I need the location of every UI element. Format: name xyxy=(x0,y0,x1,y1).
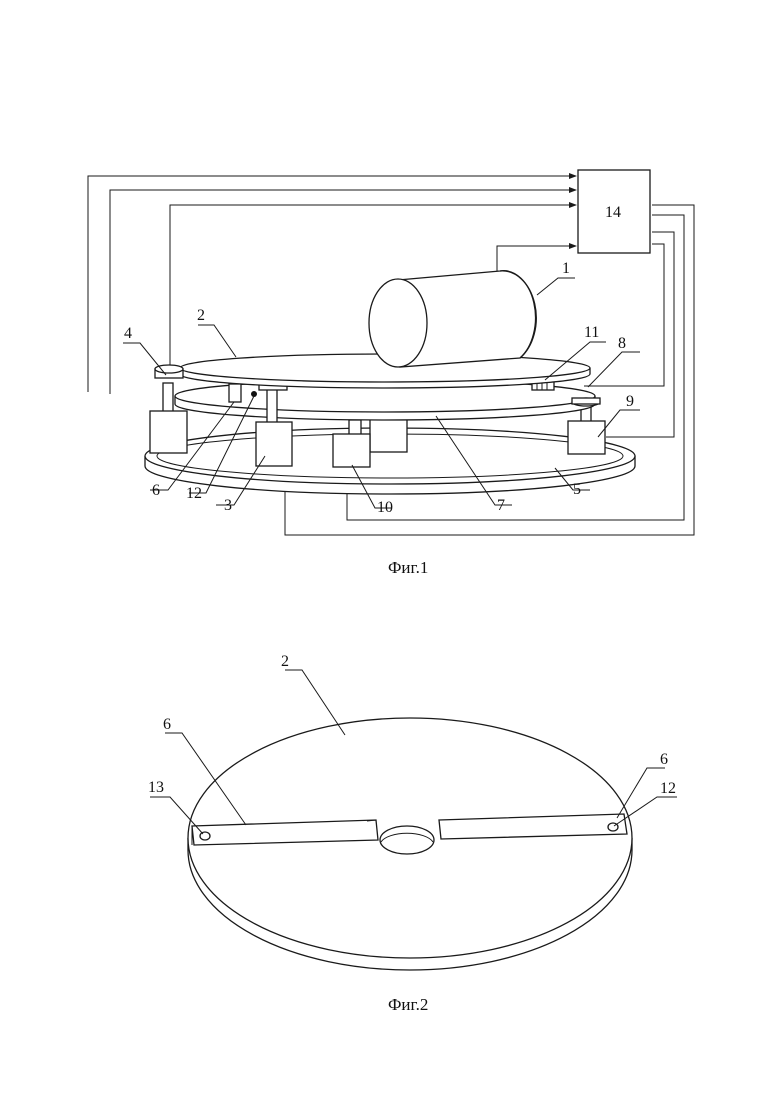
center-hole xyxy=(380,826,434,854)
label-6: 6 xyxy=(152,482,160,499)
figure-2: 2 6 13 6 12 Фиг.2 xyxy=(148,653,677,1014)
label-1: 1 xyxy=(562,260,570,277)
cap-right-body xyxy=(572,398,600,404)
label-5: 5 xyxy=(573,481,581,498)
fig2-label-6-right: 6 xyxy=(660,751,668,768)
fig2-label-13: 13 xyxy=(148,779,164,796)
label-11: 11 xyxy=(584,324,599,341)
actuator-9 xyxy=(568,406,605,454)
label-4: 4 xyxy=(124,325,132,342)
actuator-10 xyxy=(333,420,370,467)
fig2-label-12: 12 xyxy=(660,780,676,797)
fig2-label-2: 2 xyxy=(281,653,289,670)
figure-2-caption: Фиг.2 xyxy=(388,995,428,1014)
label-10: 10 xyxy=(377,499,393,516)
actuator-3 xyxy=(256,377,292,466)
label-9: 9 xyxy=(626,393,634,410)
fig2-label-6-left: 6 xyxy=(163,716,171,733)
figure-1: 14 1 2 4 11 8 9 6 12 3 10 7 5 Фиг.1 xyxy=(88,170,694,577)
label-12: 12 xyxy=(186,485,202,502)
support-6 xyxy=(229,384,241,402)
label-8: 8 xyxy=(618,335,626,352)
figure-1-caption: Фиг.1 xyxy=(388,558,428,577)
label-7: 7 xyxy=(497,497,505,514)
label-2: 2 xyxy=(197,307,205,324)
cylinder-load-1 xyxy=(369,271,536,367)
label-14: 14 xyxy=(605,204,621,221)
label-3: 3 xyxy=(224,497,232,514)
